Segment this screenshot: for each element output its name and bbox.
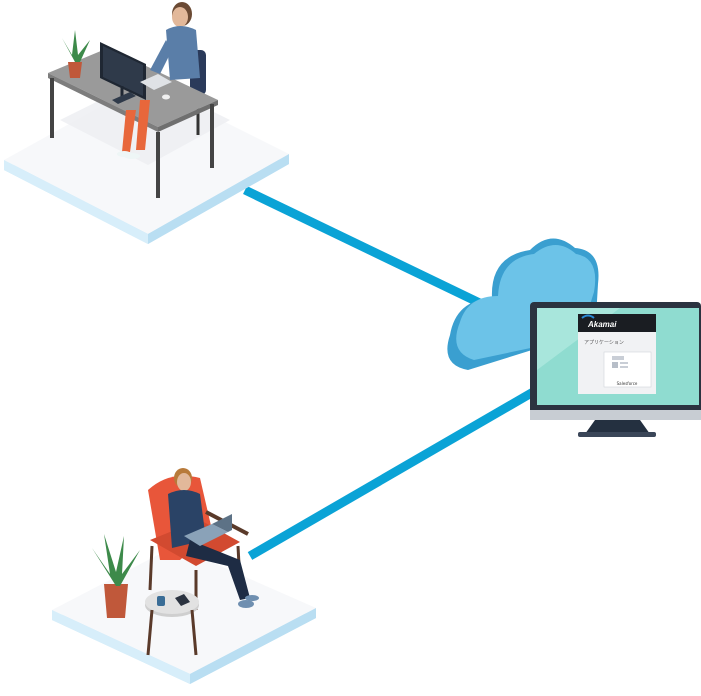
side-table (145, 590, 199, 656)
plant-icon (92, 534, 140, 618)
remote-worker-illustration (148, 468, 259, 610)
brand-logo-text: Akamai (587, 320, 617, 329)
desktop-monitor-icon: Akamai アプリケーション Salesforce (530, 302, 701, 437)
section-title-text: アプリケーション (584, 339, 624, 346)
connector-office-to-cloud (243, 185, 490, 312)
office-worker-illustration (48, 2, 218, 198)
connector-remote-to-monitor (247, 384, 543, 560)
app-tile-label: Salesforce (617, 381, 638, 386)
plant-icon (68, 62, 82, 78)
laptop-icon (184, 524, 228, 546)
app-tile[interactable] (603, 351, 652, 388)
